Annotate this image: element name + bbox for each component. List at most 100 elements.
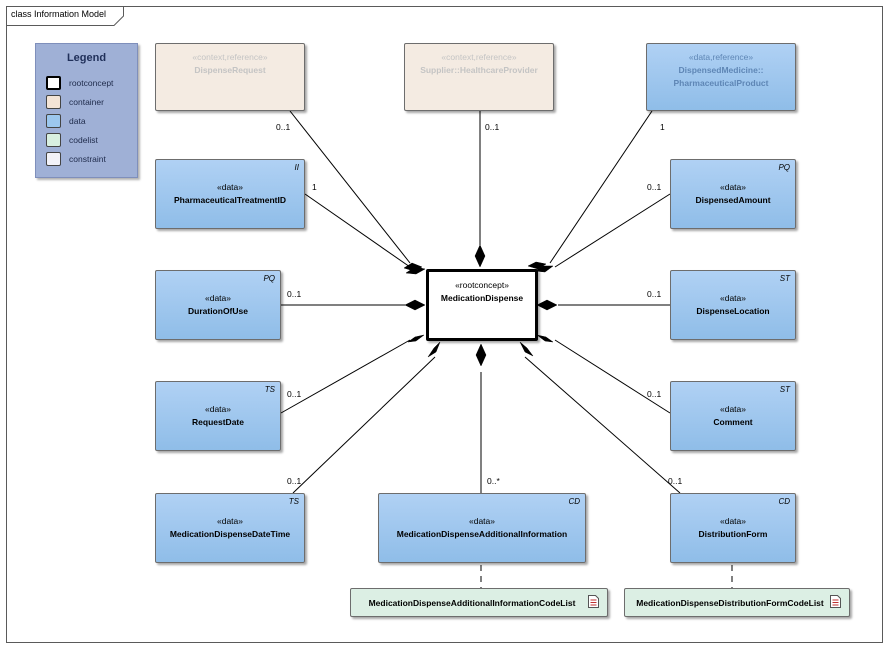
legend: Legend rootconcept container data codeli…: [35, 43, 138, 178]
medication-dispense-root[interactable]: «rootconcept» MedicationDispense: [426, 269, 538, 341]
stereotype-label: «context,reference»: [441, 52, 517, 62]
legend-label: codelist: [69, 135, 98, 145]
type-tag: CD: [568, 497, 580, 506]
link-distribution-form: [524, 356, 681, 494]
comment-class[interactable]: ST «data» Comment: [670, 381, 796, 451]
type-tag: II: [294, 163, 299, 172]
stereotype-label: «data»: [217, 182, 243, 192]
stereotype-label: «data»: [720, 293, 746, 303]
dispense-request-class[interactable]: «context,reference» DispenseRequest: [155, 43, 305, 111]
stereotype-label: «data»: [205, 293, 231, 303]
class-name-line1: DispensedMedicine::: [678, 65, 764, 75]
multiplicity-location: 0..1: [647, 289, 662, 299]
distribution-form-codelist[interactable]: MedicationDispenseDistributionFormCodeLi…: [624, 588, 850, 617]
legend-swatch-data: [46, 114, 61, 128]
diamond-top: [474, 244, 486, 268]
class-name: DispenseLocation: [696, 306, 770, 316]
multiplicity-request-date: 0..1: [287, 389, 302, 399]
stereotype-label: «context,reference»: [192, 52, 268, 62]
frame-title-tab: [6, 6, 124, 26]
link-amount: [554, 193, 671, 268]
document-icon: [830, 595, 841, 608]
diamond-right: [536, 299, 558, 311]
multiplicity-product: 1: [660, 122, 665, 132]
diagram-frame: [6, 6, 883, 643]
class-name: DistributionForm: [698, 529, 768, 539]
class-name: RequestDate: [192, 417, 244, 427]
multiplicity-datetime: 0..1: [287, 476, 302, 486]
diamond-bottom-right: [536, 334, 554, 343]
stereotype-label: «rootconcept»: [455, 280, 509, 290]
legend-label: constraint: [69, 154, 106, 164]
link-datetime: [292, 356, 436, 494]
link-treatment-id: [304, 193, 411, 268]
legend-swatch-constraint: [46, 152, 61, 166]
stereotype-label: «data»: [217, 516, 243, 526]
type-tag: ST: [779, 385, 790, 394]
dispense-datetime-class[interactable]: TS «data» MedicationDispenseDateTime: [155, 493, 305, 563]
type-tag: TS: [288, 497, 299, 506]
legend-swatch-codelist: [46, 133, 61, 147]
diamond-left: [404, 299, 426, 311]
stereotype-label: «data»: [720, 516, 746, 526]
additional-information-codelist[interactable]: MedicationDispenseAdditionalInformationC…: [350, 588, 608, 617]
class-name-line2: PharmaceuticalProduct: [673, 78, 769, 88]
diamond-top-left-2: [405, 266, 426, 275]
pharmaceutical-product-class[interactable]: «data,reference» DispensedMedicine:: Pha…: [646, 43, 796, 111]
class-name: DispenseRequest: [194, 65, 266, 75]
legend-swatch-rootconcept: [46, 76, 61, 90]
diamond-bottom-right-2: [519, 341, 534, 357]
class-name: MedicationDispense: [440, 293, 524, 303]
class-name: PharmaceuticalTreatmentID: [174, 195, 286, 205]
frame-title: class Information Model: [11, 9, 107, 19]
pharmaceutical-treatment-id-class[interactable]: II «data» PharmaceuticalTreatmentID: [155, 159, 305, 229]
multiplicity-provider: 0..1: [485, 122, 500, 132]
distribution-form-class[interactable]: CD «data» DistributionForm: [670, 493, 796, 563]
multiplicity-duration: 0..1: [287, 289, 302, 299]
type-tag: PQ: [263, 274, 275, 283]
legend-label: container: [69, 97, 104, 107]
diamond-bottom-left-2: [427, 341, 441, 358]
stereotype-label: «data»: [720, 404, 746, 414]
dispense-location-class[interactable]: ST «data» DispenseLocation: [670, 270, 796, 340]
stereotype-label: «data»: [720, 182, 746, 192]
legend-swatch-container: [46, 95, 61, 109]
multiplicity-treatment-id: 1: [312, 182, 317, 192]
type-tag: TS: [264, 385, 275, 394]
class-name: MedicationDispenseDistributionFormCodeLi…: [636, 598, 824, 608]
type-tag: CD: [778, 497, 790, 506]
diamond-bottom: [475, 343, 487, 367]
type-tag: PQ: [778, 163, 790, 172]
class-name: MedicationDispenseAdditionalInformation: [396, 529, 568, 539]
diamond-top-right-2: [534, 265, 554, 273]
multiplicity-dispense-request: 0..1: [276, 122, 291, 132]
multiplicity-distribution-form: 0..1: [668, 476, 683, 486]
type-tag: ST: [779, 274, 790, 283]
class-name: Supplier::HealthcareProvider: [420, 65, 538, 75]
multiplicity-additional-info: 0..*: [487, 476, 500, 486]
link-comment: [554, 339, 671, 414]
stereotype-label: «data»: [469, 516, 495, 526]
healthcare-provider-class[interactable]: «context,reference» Supplier::Healthcare…: [404, 43, 554, 111]
stereotype-label: «data»: [205, 404, 231, 414]
diamond-bottom-left: [407, 334, 425, 343]
class-name: Comment: [713, 417, 753, 427]
dispensed-amount-class[interactable]: PQ «data» DispensedAmount: [670, 159, 796, 229]
stereotype-label: «data,reference»: [688, 52, 754, 62]
legend-title: Legend: [66, 52, 107, 64]
request-date-class[interactable]: TS «data» RequestDate: [155, 381, 281, 451]
class-name: MedicationDispenseDateTime: [169, 529, 291, 539]
legend-label: data: [69, 116, 86, 126]
duration-of-use-class[interactable]: PQ «data» DurationOfUse: [155, 270, 281, 340]
additional-information-class[interactable]: CD «data» MedicationDispenseAdditionalIn…: [378, 493, 586, 563]
link-request-date: [280, 339, 411, 414]
multiplicity-comment: 0..1: [647, 389, 662, 399]
document-icon: [588, 595, 599, 608]
link-dispense-request: [289, 110, 411, 264]
link-product: [549, 110, 653, 264]
multiplicity-amount: 0..1: [647, 182, 662, 192]
class-name: DurationOfUse: [188, 306, 248, 316]
diamond-top-right: [527, 261, 547, 270]
class-name: DispensedAmount: [695, 195, 771, 205]
